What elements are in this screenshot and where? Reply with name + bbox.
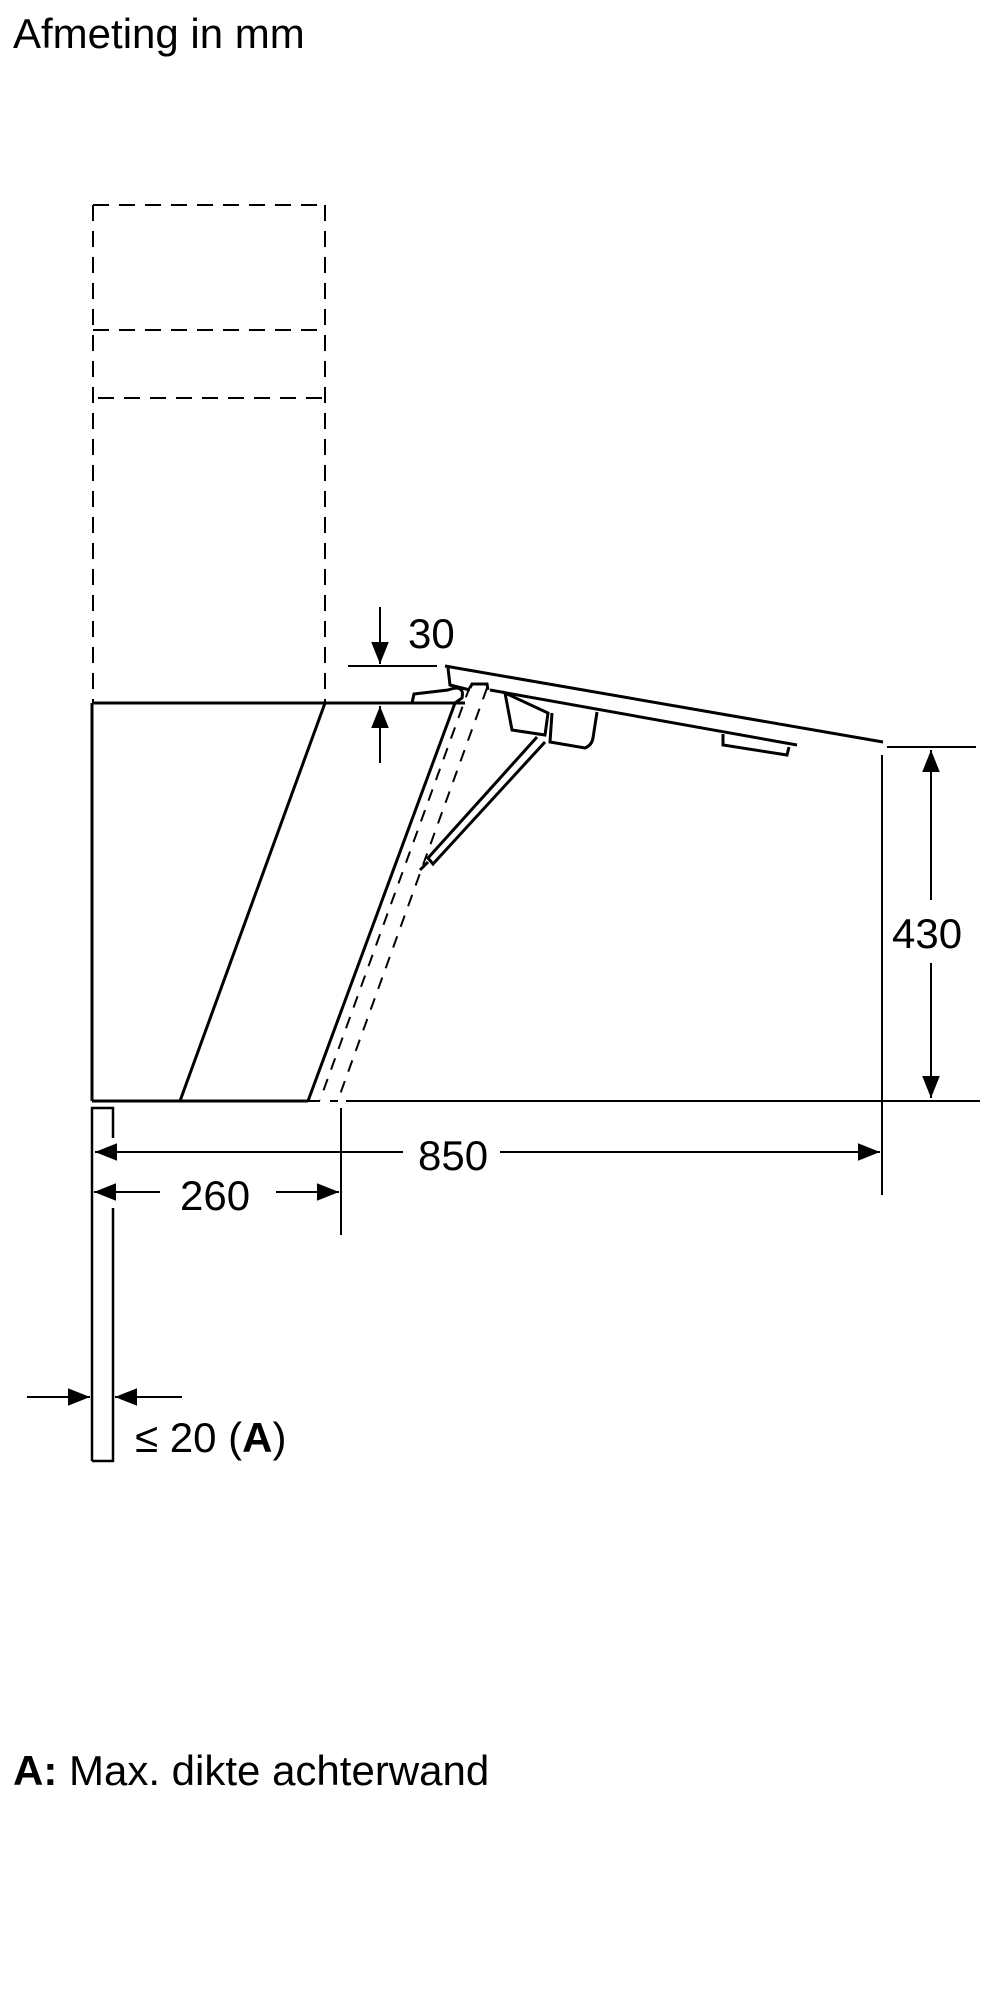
legend-text: Max. dikte achterwand bbox=[69, 1747, 490, 1794]
back-wall bbox=[90, 1106, 115, 1463]
upper-cabinet-outline bbox=[92, 204, 326, 703]
wall-thickness-suffix: ) bbox=[272, 1414, 287, 1461]
page-title: Afmeting in mm bbox=[13, 10, 305, 57]
dimension-30 bbox=[348, 607, 437, 763]
wall-thickness-label: ≤ 20 (A) bbox=[135, 1412, 286, 1464]
dimension-label-260: 260 bbox=[180, 1172, 250, 1219]
hood-body bbox=[90, 701, 465, 1103]
panel-closed-position bbox=[308, 685, 488, 1102]
wall-thickness-ref: A bbox=[242, 1414, 273, 1461]
legend-key: A: bbox=[13, 1747, 58, 1794]
open-panel bbox=[410, 664, 884, 872]
legend-note: A: Max. dikte achterwand bbox=[13, 1745, 489, 1797]
dimension-label-430: 430 bbox=[892, 910, 962, 957]
dimension-260 bbox=[94, 1108, 342, 1235]
dimension-label-30: 30 bbox=[408, 610, 455, 657]
wall-thickness-prefix: ≤ 20 ( bbox=[135, 1414, 243, 1461]
dimension-430 bbox=[881, 746, 976, 1195]
dimension-label-850: 850 bbox=[418, 1132, 488, 1179]
